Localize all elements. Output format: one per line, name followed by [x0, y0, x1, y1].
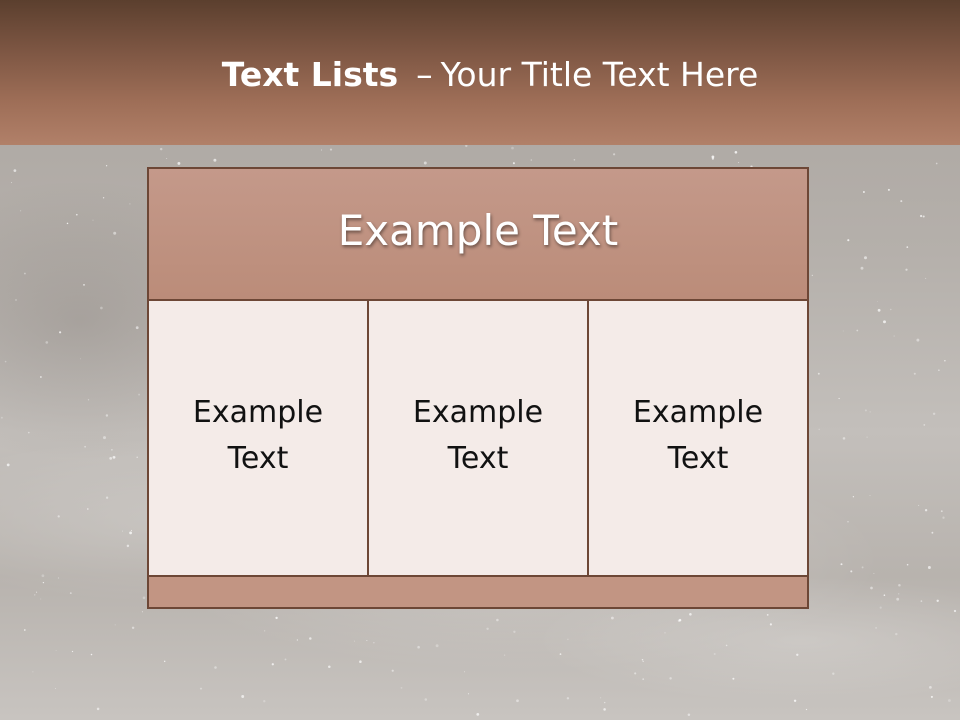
- text-list-diagram: Example Text Example Text Example Text E…: [147, 167, 809, 609]
- title-bar: Text Lists–Your Title Text Here: [0, 0, 960, 145]
- text-cell: Example Text: [149, 301, 367, 577]
- cell-text: Example Text: [192, 395, 324, 476]
- heading-box: Example Text: [149, 169, 807, 301]
- title-rest: Your Title Text Here: [440, 55, 759, 94]
- heading-text: Example Text: [337, 205, 619, 255]
- cell-row: Example Text Example Text Example Text: [149, 301, 807, 577]
- title-strong: Text Lists: [221, 55, 399, 94]
- title-dash: –: [416, 55, 433, 94]
- bottom-bar: [149, 577, 807, 607]
- cell-text: Example Text: [412, 395, 544, 476]
- text-cell: Example Text: [367, 301, 587, 577]
- slide-title: Text Lists–Your Title Text Here: [0, 52, 960, 98]
- cell-text: Example Text: [632, 395, 764, 476]
- text-cell: Example Text: [587, 301, 807, 577]
